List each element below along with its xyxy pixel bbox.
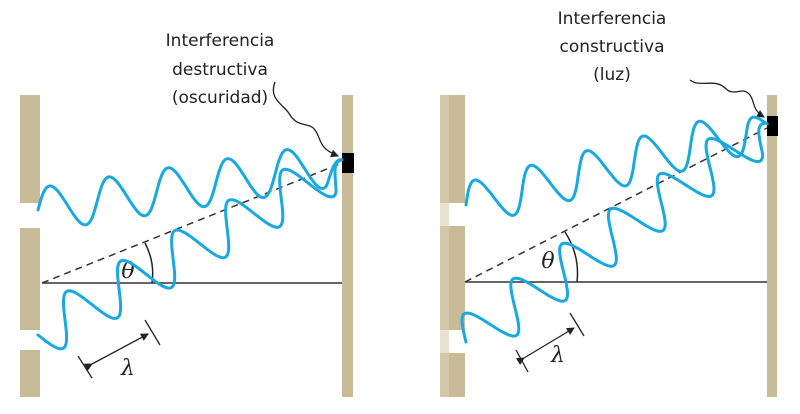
- lambda-tick: [144, 319, 161, 346]
- lambda-arrow: [515, 327, 575, 366]
- label-line-3: (luz): [593, 65, 631, 85]
- angle-arc: [564, 231, 579, 283]
- destructive-panel: Interferencia destructiva (oscuridad) θ …: [20, 31, 354, 397]
- barrier-highlight: [440, 95, 449, 397]
- label-line-1: Interferencia: [166, 31, 275, 51]
- barrier-bottom: [20, 350, 40, 397]
- pointer-arrow: [272, 81, 339, 158]
- detector: [342, 153, 354, 173]
- barrier-top: [20, 95, 40, 203]
- wave-lower-slit: [460, 121, 766, 344]
- label-line-3: (oscuridad): [172, 88, 268, 108]
- theta-symbol: θ: [541, 249, 554, 274]
- lambda-tick: [515, 349, 529, 373]
- angle-line: [464, 127, 768, 283]
- lambda-tick: [77, 355, 93, 379]
- barrier-middle: [20, 228, 40, 330]
- constructive-panel: Interferencia constructiva (luz) θ λ: [440, 9, 778, 397]
- lambda-tick: [569, 312, 585, 337]
- lambda-arrow: [83, 333, 149, 371]
- wave-lower-slit: [36, 158, 343, 351]
- label-line-1: Interferencia: [558, 9, 667, 29]
- angle-line: [41, 162, 343, 284]
- label-line-2: constructiva: [559, 37, 664, 57]
- screen: [342, 95, 353, 397]
- lambda-symbol: λ: [550, 343, 565, 368]
- screen: [767, 95, 777, 397]
- wave-upper-slit: [464, 115, 769, 217]
- lambda-symbol: λ: [120, 356, 135, 381]
- theta-symbol: θ: [121, 259, 134, 284]
- detector: [767, 116, 778, 136]
- label-line-2: destructiva: [172, 60, 268, 80]
- pointer-arrow: [689, 79, 765, 118]
- wave-upper-slit: [36, 147, 344, 227]
